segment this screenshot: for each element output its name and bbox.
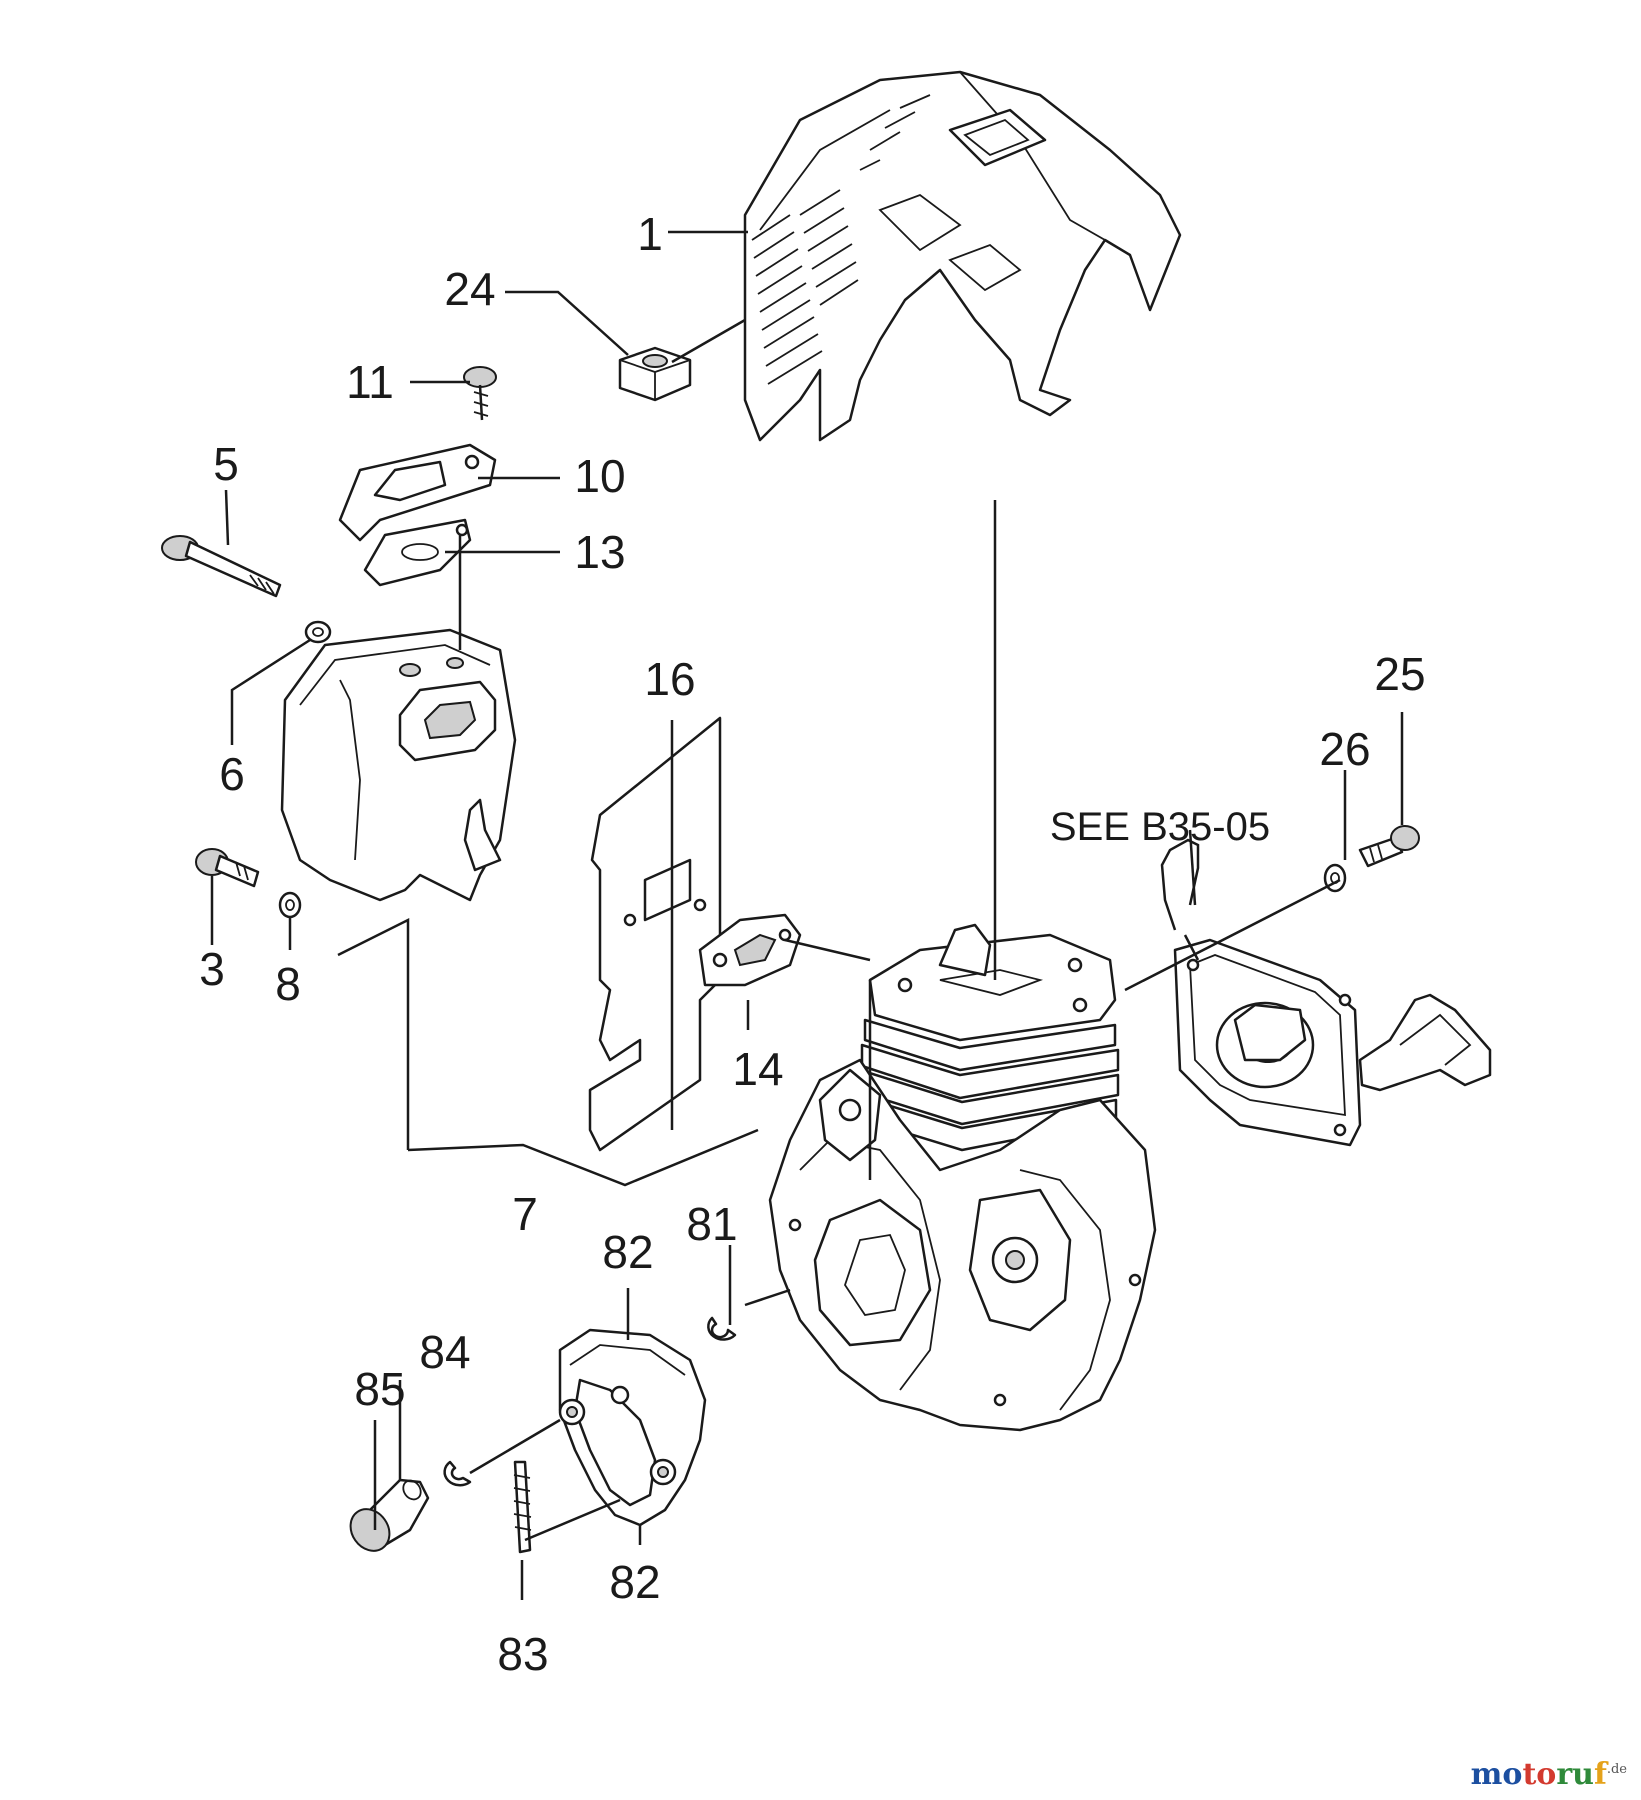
site-watermark: motoruf.de: [1470, 1757, 1627, 1792]
callout-25: 25: [1374, 648, 1425, 700]
screw-part-25: [1358, 825, 1420, 868]
engine-cover-part-1: [743, 70, 1182, 442]
callout-7: 7: [512, 1188, 538, 1240]
callout-85: 85: [354, 1363, 405, 1415]
callout-83: 83: [497, 1628, 548, 1680]
callout-81: 81: [686, 1198, 737, 1250]
clip-part-84: [443, 1460, 472, 1487]
bolt-part-5: [161, 535, 282, 598]
callout-labels: 1 24 11 10 5 13 6 16 25 26 SEE B35-05 3 …: [199, 208, 1425, 1680]
engine-block: [768, 923, 1157, 1432]
washer-part-8: [278, 891, 302, 919]
exhaust-flange-part-10: [338, 443, 497, 542]
spring-part-83: [513, 1460, 532, 1554]
leader-lines: [210, 230, 1404, 1600]
callout-10: 10: [574, 450, 625, 502]
callout-5: 5: [213, 438, 239, 490]
nut-part-85: [349, 1478, 430, 1552]
recoil-starter: [1173, 938, 1492, 1147]
gasket-part-13: [363, 518, 472, 587]
heat-shield-part-16: [588, 716, 722, 1152]
muffler-part-7: [280, 628, 517, 902]
callout-26: 26: [1319, 723, 1370, 775]
callout-11: 11: [346, 356, 394, 408]
bolt-part-3: [195, 848, 260, 888]
callout-14: 14: [732, 1043, 783, 1095]
gasket-part-14: [698, 913, 802, 987]
callout-1: 1: [637, 208, 663, 260]
callout-84: 84: [419, 1326, 470, 1378]
callout-82-bottom: 82: [609, 1556, 660, 1608]
damper-part-24: [618, 346, 692, 402]
callout-6: 6: [219, 748, 245, 800]
clip-part-81: [707, 1316, 737, 1341]
callout-8: 8: [275, 958, 301, 1010]
callout-16: 16: [644, 653, 695, 705]
callout-3: 3: [199, 943, 225, 995]
callout-13: 13: [574, 526, 625, 578]
cover-vent-slots: [751, 94, 931, 385]
washer-part-6: [304, 620, 332, 644]
screw-part-11: [463, 366, 497, 421]
callout-24: 24: [444, 263, 495, 315]
clutch-part-82: [558, 1328, 707, 1527]
callout-82-top: 82: [602, 1226, 653, 1278]
reference-note: SEE B35-05: [1050, 805, 1270, 849]
